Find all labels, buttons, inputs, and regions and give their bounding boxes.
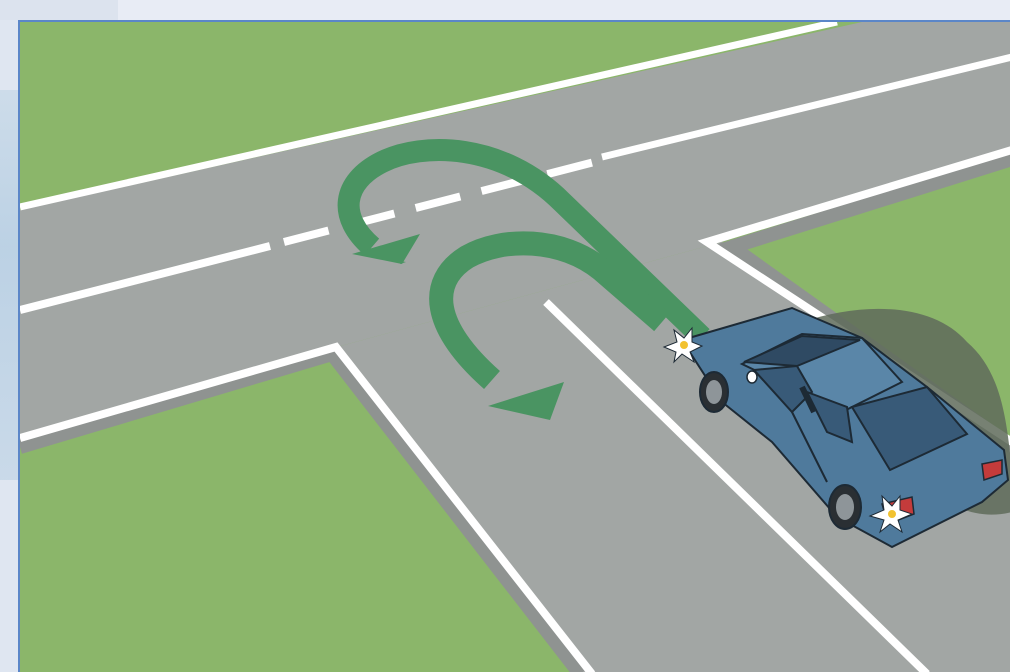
car-rear-wheel-hub	[836, 494, 854, 520]
intersection-scene	[18, 20, 1010, 672]
turn-signal-rear-glow	[888, 510, 896, 518]
turn-signal-front-glow	[680, 341, 688, 349]
car-mirror	[747, 371, 757, 383]
top-margin-decoration	[0, 0, 118, 20]
left-margin-decoration	[0, 90, 18, 480]
car-front-wheel-hub	[706, 380, 722, 404]
left-margin	[0, 20, 18, 672]
top-margin	[0, 0, 1010, 20]
